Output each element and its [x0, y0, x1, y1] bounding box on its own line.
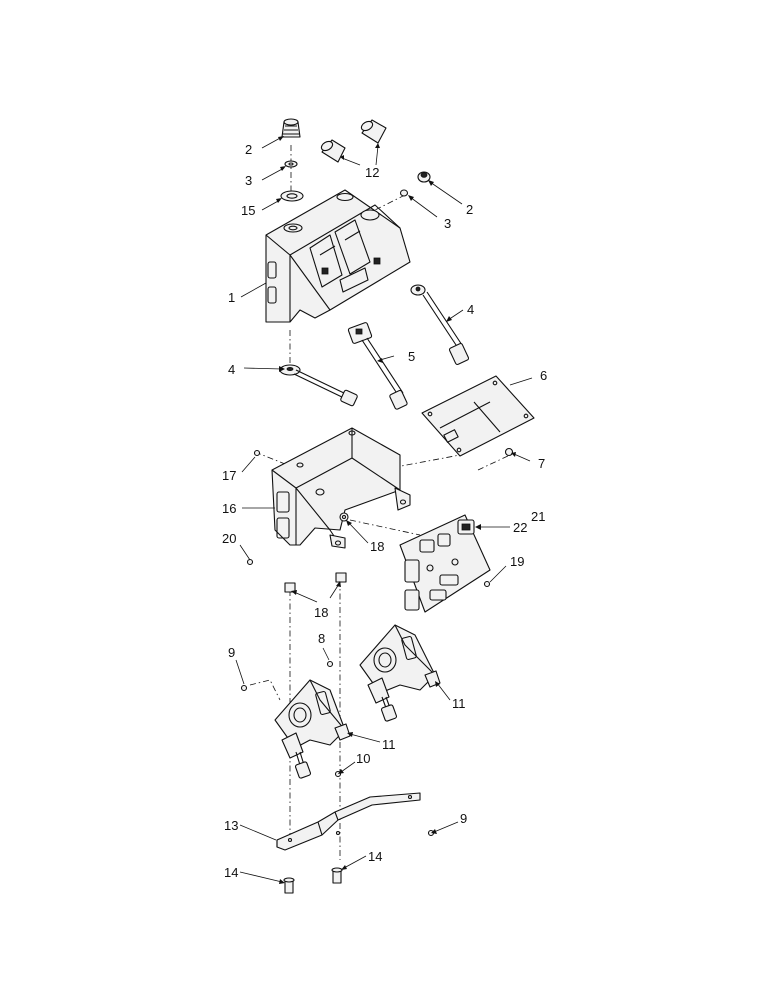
callout-6-plate: 6	[540, 368, 547, 383]
callout-21-assembly: 21	[531, 509, 545, 524]
knob-part	[281, 118, 301, 138]
callout-14-bolt-left: 14	[224, 865, 238, 880]
callout-11-lever-right: 11	[452, 696, 466, 711]
callout-17-screw: 17	[222, 468, 236, 483]
callout-3-washer: 3	[245, 173, 252, 188]
callout-18-nut-upper: 18	[370, 539, 384, 554]
callout-5-harness: 5	[408, 349, 415, 364]
fasteners-bracket-part	[246, 449, 349, 593]
bolts-14-part	[283, 867, 343, 894]
callout-2-right-knob: 2	[466, 202, 473, 217]
callout-15-bezel: 15	[241, 203, 255, 218]
screw-7-part	[504, 447, 514, 457]
circuit-board-part	[399, 514, 491, 613]
lever-module-right-part	[359, 624, 441, 722]
callout-14-bolt-right: 14	[368, 849, 382, 864]
callout-7-screw: 7	[538, 456, 545, 471]
bracket-part	[271, 427, 411, 549]
callout-9-screw-left: 9	[228, 645, 235, 660]
harness-middle-part	[347, 322, 408, 410]
callout-22-board: 22	[513, 520, 527, 535]
callout-18-nut-lower: 18	[314, 605, 328, 620]
callout-1-console: 1	[228, 290, 235, 305]
right-knob-part	[399, 171, 431, 197]
leader-lines	[235, 136, 533, 884]
callout-3-right-washer: 3	[444, 216, 451, 231]
callout-4-left-harness: 4	[228, 362, 235, 377]
harness-right-part	[410, 284, 470, 366]
harness-left-part	[279, 364, 358, 407]
small-screws-part	[240, 660, 435, 837]
callout-11-lever-left: 11	[382, 737, 396, 752]
callout-labels: 2 3 15 12 2 3 1 4 4 5 6 7 17 16 21 22 18…	[222, 142, 547, 880]
callout-8-screw: 8	[318, 631, 325, 646]
callout-2-top-knob: 2	[245, 142, 252, 157]
callout-19-screw: 19	[510, 554, 524, 569]
callout-9-screw-right: 9	[460, 811, 467, 826]
screw-19-part	[483, 580, 491, 588]
callout-12-lever-caps: 12	[365, 165, 379, 180]
callout-4-right-harness: 4	[467, 302, 474, 317]
base-plate-part	[276, 792, 421, 851]
callout-20-screw: 20	[222, 531, 236, 546]
console-housing-part	[265, 189, 411, 323]
washer-part	[284, 160, 298, 168]
lever-caps-part	[320, 119, 387, 163]
callout-10-screw: 10	[356, 751, 370, 766]
bezel-ring-part	[280, 190, 304, 202]
lever-module-left-part	[274, 679, 351, 779]
callout-16-bracket: 16	[222, 501, 236, 516]
callout-13-base-plate: 13	[224, 818, 238, 833]
mounting-plate-part	[421, 375, 535, 457]
